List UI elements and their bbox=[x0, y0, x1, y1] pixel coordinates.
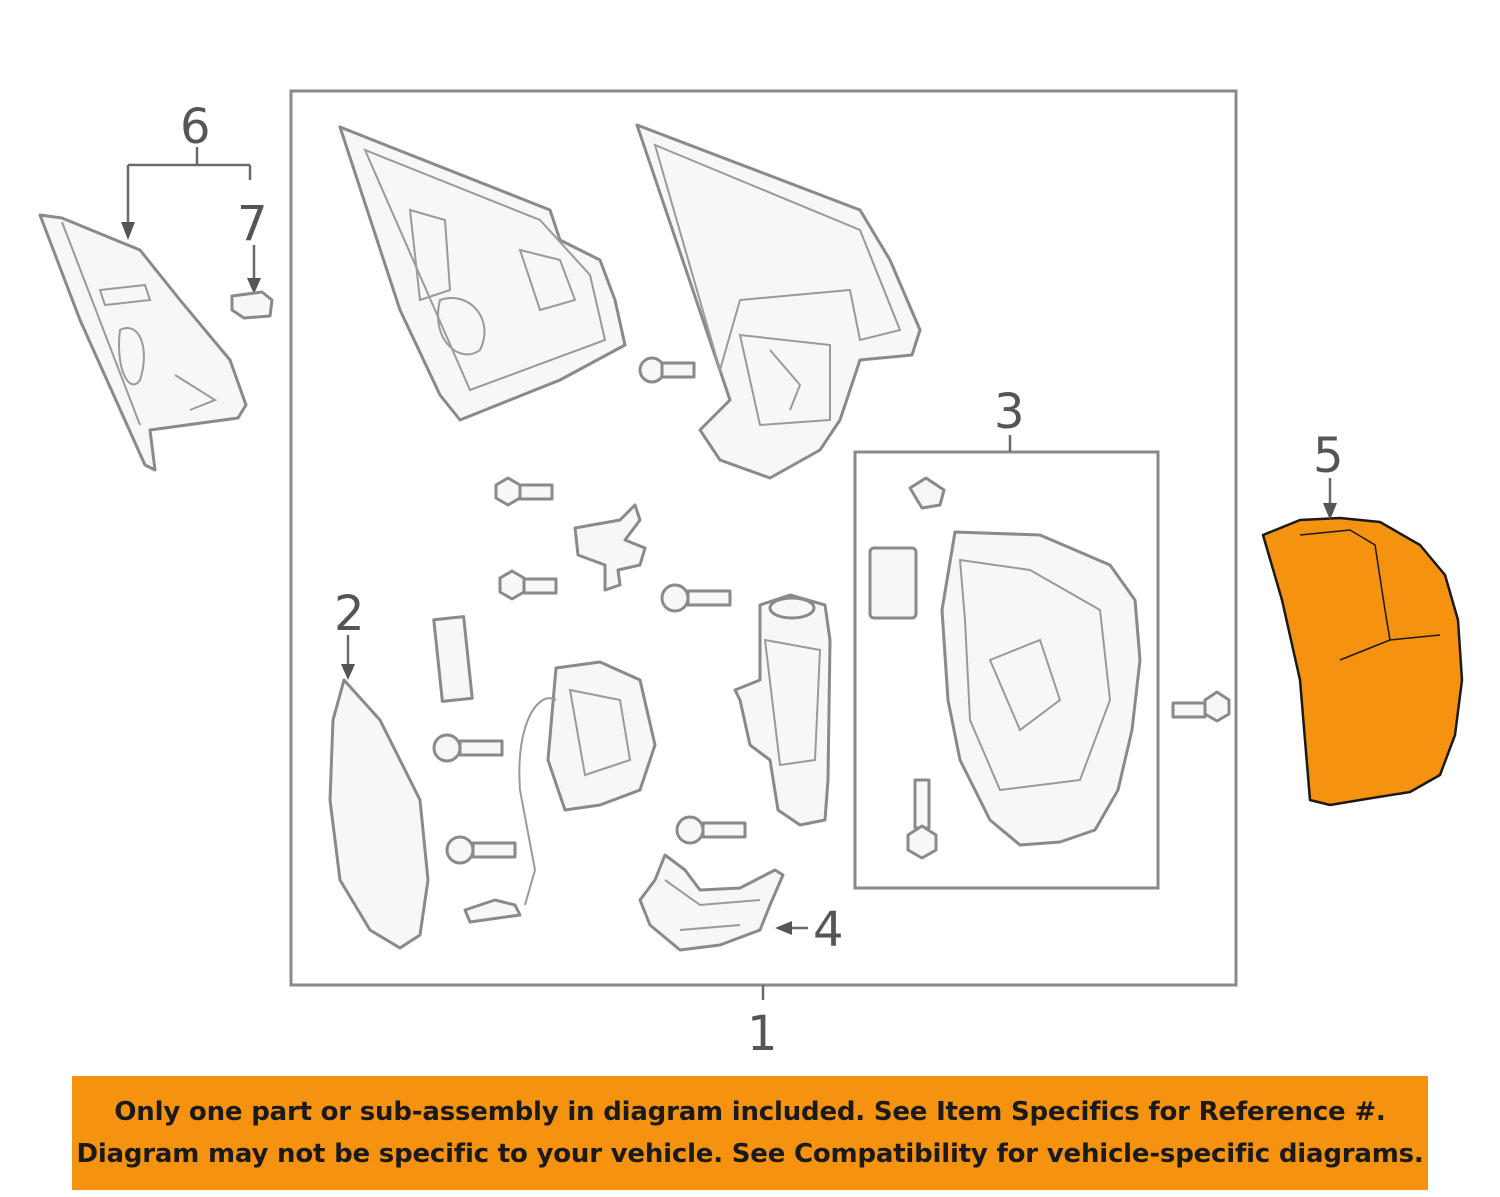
disclaimer-line-2: Diagram may not be specific to your vehi… bbox=[76, 1139, 1424, 1169]
mirror-base-housing bbox=[635, 123, 922, 480]
bolt-7 bbox=[675, 815, 747, 845]
parts-diagram: 6 7 2 3 4 5 1 bbox=[38, 89, 1464, 1062]
callout-6: 6 bbox=[180, 99, 211, 155]
callout-1: 1 bbox=[747, 1006, 778, 1062]
bolt-3 bbox=[498, 569, 558, 601]
disclaimer-line-1: Only one part or sub-assembly in diagram… bbox=[114, 1097, 1386, 1127]
mirror-glass bbox=[328, 678, 430, 950]
mirror-base-cover bbox=[38, 213, 248, 472]
bolt-6 bbox=[445, 835, 517, 865]
bolt-1 bbox=[638, 356, 696, 384]
leader-6-7 bbox=[121, 147, 252, 240]
screw-2 bbox=[906, 778, 938, 860]
screw-1 bbox=[908, 476, 946, 510]
mirror-housing-assembly bbox=[868, 530, 1142, 847]
callout-5: 5 bbox=[1313, 428, 1344, 484]
mirror-frame bbox=[338, 125, 627, 422]
callout-2: 2 bbox=[334, 586, 365, 642]
bolt-8 bbox=[1171, 690, 1231, 723]
bolt-4 bbox=[660, 583, 732, 613]
callout-4: 4 bbox=[813, 902, 844, 958]
bottom-bracket bbox=[638, 853, 785, 952]
disclaimer-banner: Only one part or sub-assembly in diagram… bbox=[72, 1076, 1428, 1190]
motor-part bbox=[573, 503, 647, 592]
actuator-part bbox=[463, 660, 657, 924]
subassembly-frame bbox=[853, 450, 1160, 890]
mirror-cover-highlighted bbox=[1261, 516, 1464, 807]
callout-3: 3 bbox=[994, 384, 1025, 440]
clip-part bbox=[230, 245, 274, 320]
callout-7: 7 bbox=[237, 196, 268, 252]
signal-housing bbox=[733, 593, 832, 827]
bolt-5 bbox=[432, 733, 504, 763]
bolt-2 bbox=[494, 476, 554, 507]
spacer-part bbox=[432, 615, 474, 703]
